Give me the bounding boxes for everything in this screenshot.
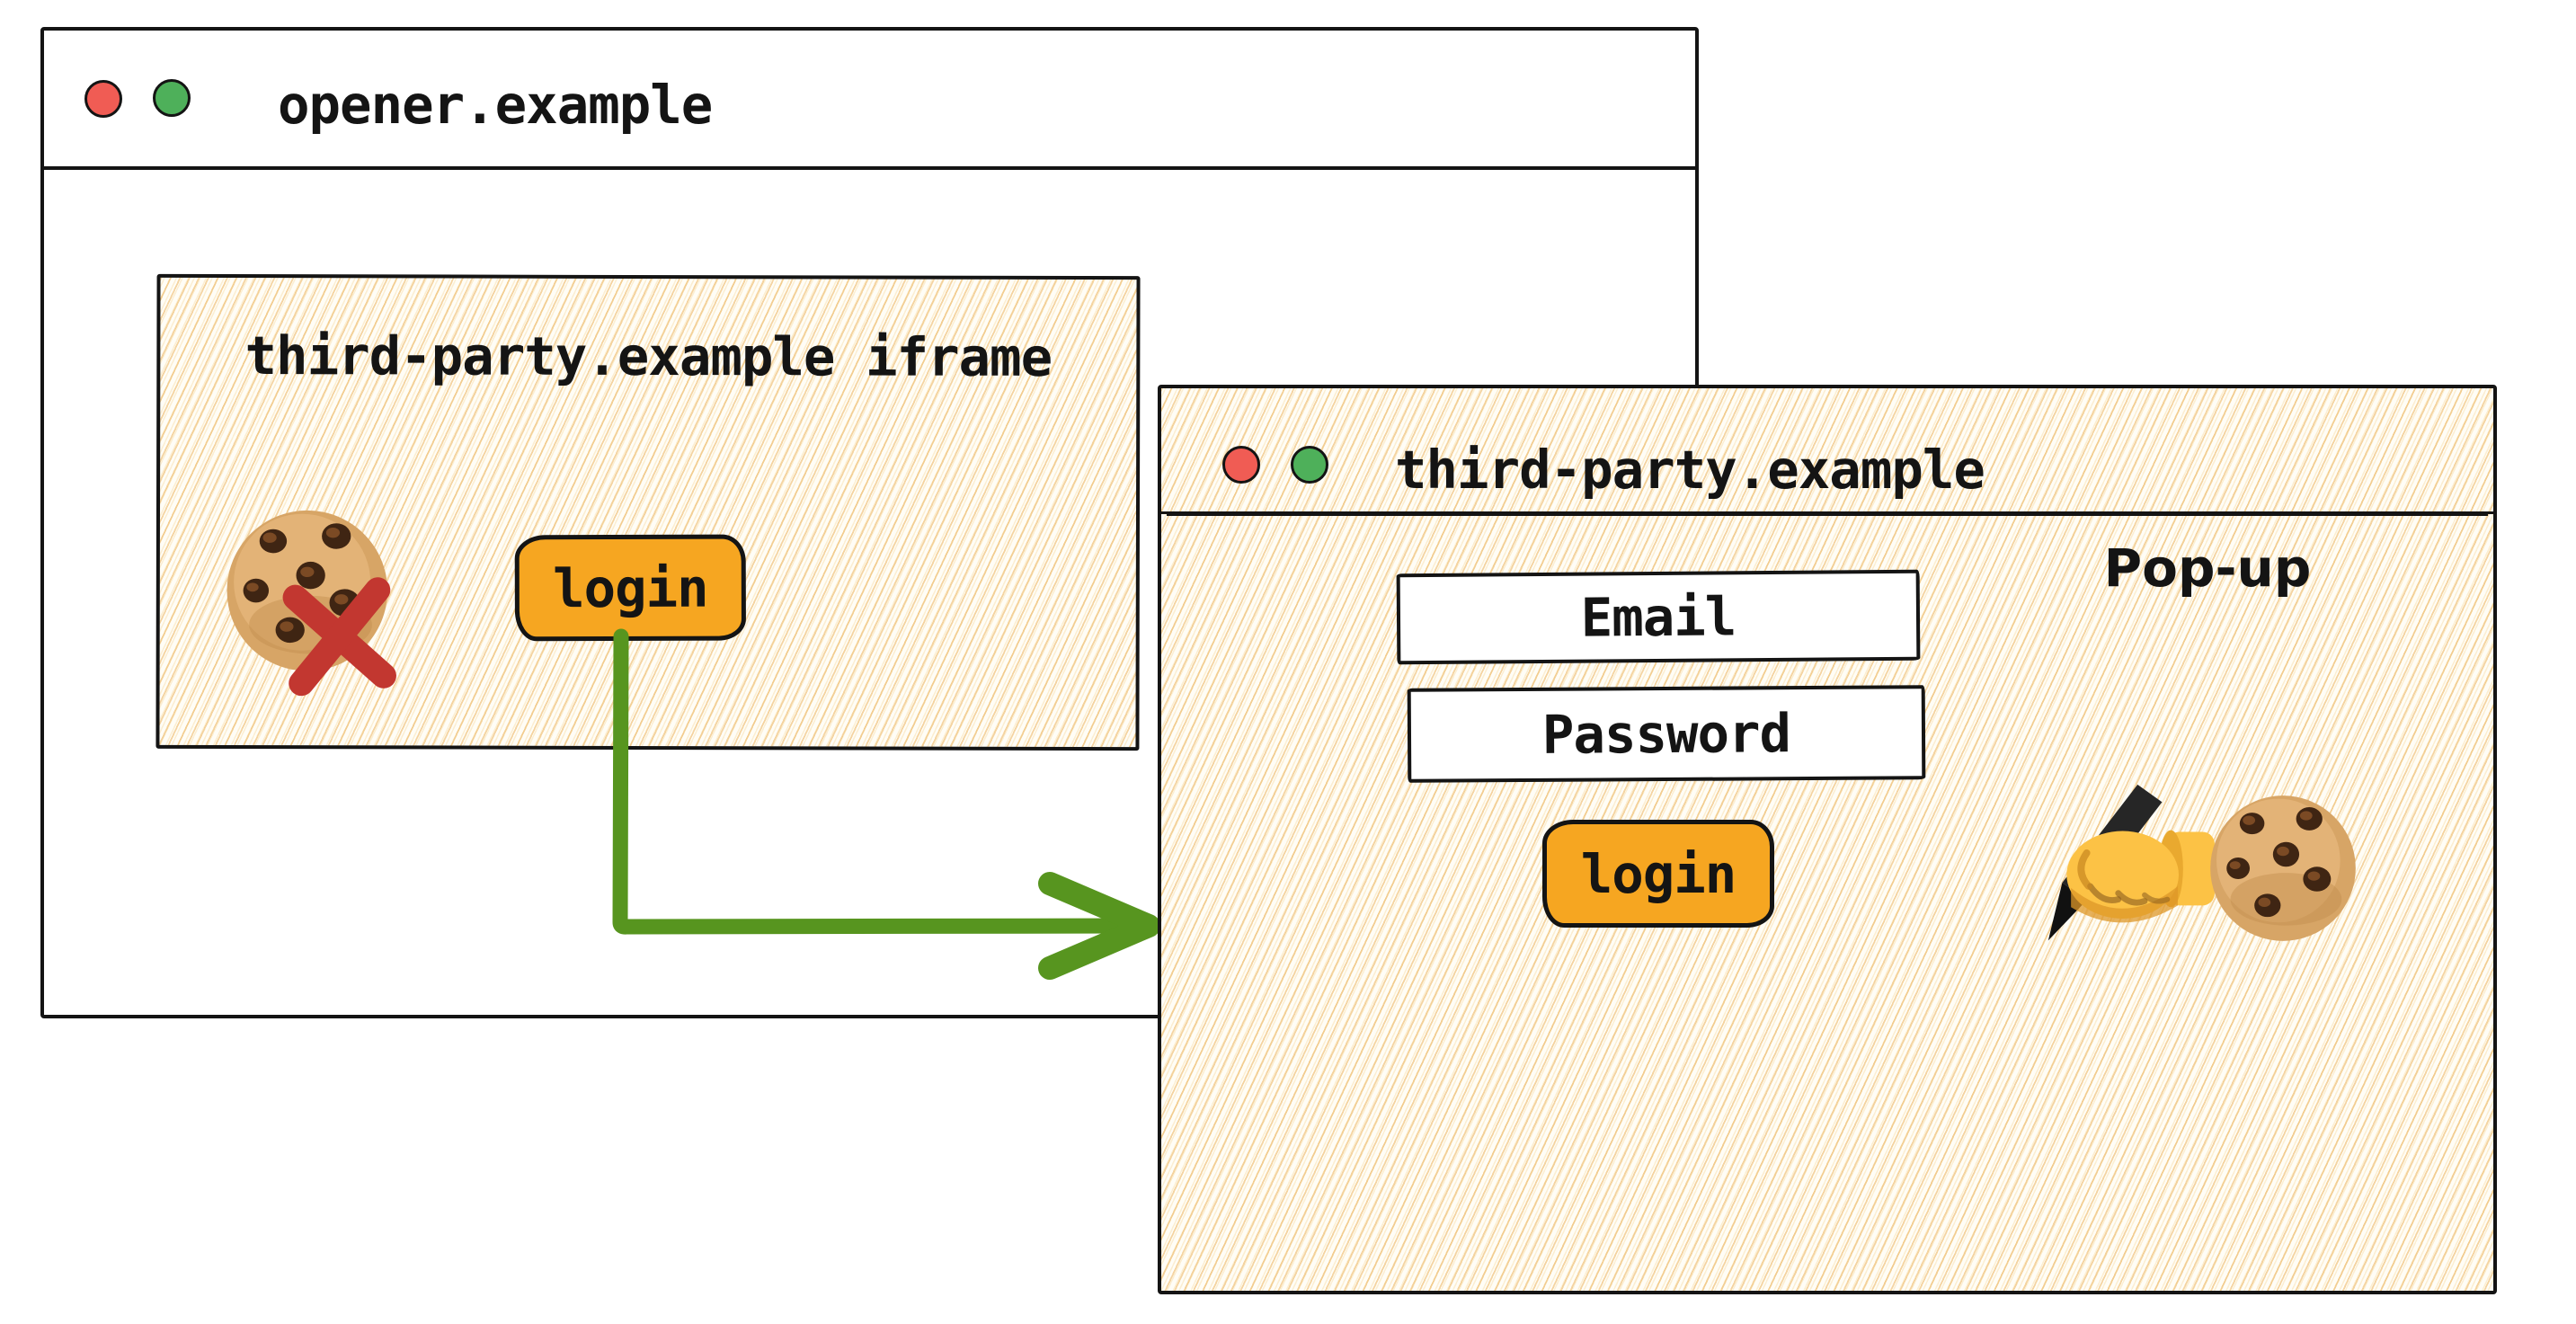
iframe-login-button[interactable]: login <box>514 534 747 642</box>
blocked-x-icon <box>272 568 407 706</box>
writing-hand-icon <box>2039 781 2215 955</box>
close-dot-icon[interactable] <box>84 80 122 118</box>
popup-corner-label: Pop-up <box>2103 538 2312 599</box>
cookie-icon <box>2206 791 2360 949</box>
popup-titlebar: third-party.example <box>1161 388 2493 514</box>
iframe-title: third-party.example iframe <box>244 324 1053 388</box>
opener-titlebar: opener.example <box>44 31 1695 170</box>
opener-window-title: opener.example <box>278 74 713 136</box>
popup-login-button[interactable]: login <box>1542 820 1774 928</box>
email-field[interactable]: Email <box>1396 569 1921 665</box>
password-field[interactable]: Password <box>1407 685 1926 783</box>
popup-window: third-party.example Email Password login… <box>1158 385 2497 1294</box>
third-party-iframe: third-party.example iframe <box>155 273 1141 751</box>
close-dot-icon[interactable] <box>1222 446 1260 484</box>
popup-window-title: third-party.example <box>1395 439 1985 501</box>
minimize-dot-icon[interactable] <box>1291 446 1328 484</box>
minimize-dot-icon[interactable] <box>153 79 191 117</box>
